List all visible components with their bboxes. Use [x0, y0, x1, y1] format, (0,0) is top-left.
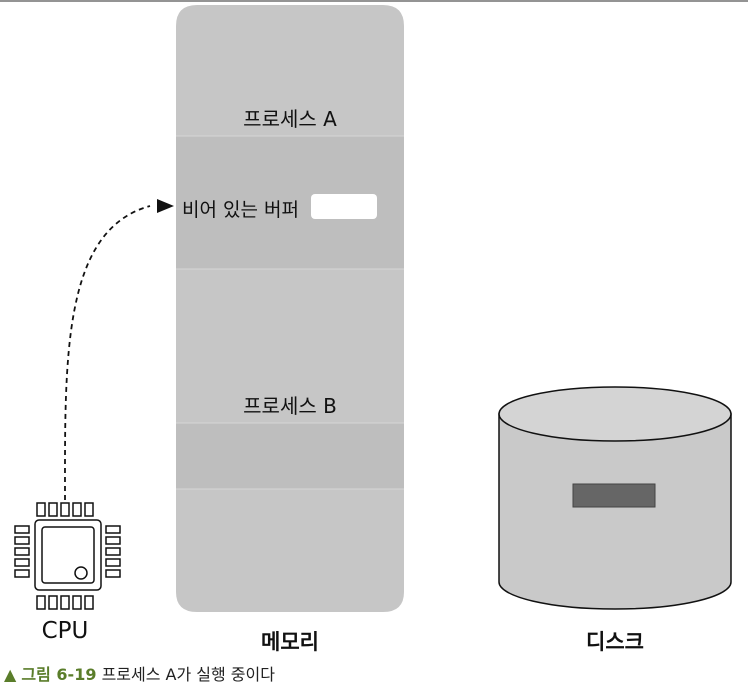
cpu-pin — [84, 502, 94, 517]
cpu-pin — [105, 558, 121, 567]
cpu-pin — [105, 569, 121, 578]
cpu-pin — [14, 558, 30, 567]
memory-band-process-b — [176, 423, 404, 489]
arrow-head-icon — [157, 199, 174, 213]
cpu-pin — [84, 595, 94, 610]
caption-marker-icon: ▲ — [4, 665, 17, 684]
cpu-to-buffer-arrow — [64, 199, 174, 501]
cpu-pin — [105, 525, 121, 534]
cpu-pin — [72, 595, 82, 610]
cpu-pin — [60, 502, 70, 517]
cpu-chip-dot — [74, 566, 88, 580]
cpu-chip-core — [41, 526, 95, 584]
empty-buffer-box — [311, 194, 377, 219]
cpu-label: CPU — [41, 618, 89, 644]
cpu-chip-body — [34, 519, 102, 591]
disk-top — [498, 386, 732, 442]
disk-body — [498, 413, 732, 610]
cpu-pin — [72, 502, 82, 517]
process-b-label: 프로세스 B — [243, 394, 337, 418]
cpu-pin — [48, 502, 58, 517]
caption-figure-number: 그림 6-19 — [21, 665, 97, 684]
cpu-pin — [36, 502, 46, 517]
memory-column — [176, 5, 404, 612]
process-a-label: 프로세스 A — [243, 107, 337, 131]
cpu-pin — [105, 536, 121, 545]
caption-text: 프로세스 A가 실행 중이다 — [101, 665, 275, 684]
memory-label: 메모리 — [261, 630, 319, 654]
cpu-pin — [14, 569, 30, 578]
disk-cylinder-icon — [498, 386, 732, 610]
cpu-pin — [14, 525, 30, 534]
cpu-pin — [105, 547, 121, 556]
empty-buffer-label: 비어 있는 버퍼 — [182, 199, 299, 221]
figure-caption: ▲ 그림 6-19 프로세스 A가 실행 중이다 — [4, 661, 275, 685]
memory-body — [176, 5, 404, 612]
cpu-pin — [48, 595, 58, 610]
cpu-pin — [14, 536, 30, 545]
dashed-arrow-path — [64, 205, 151, 501]
disk-data-block — [572, 483, 656, 508]
cpu-pin — [60, 595, 70, 610]
cpu-pin — [36, 595, 46, 610]
disk-label: 디스크 — [586, 630, 644, 654]
cpu-chip-icon — [14, 502, 121, 610]
cpu-pin — [14, 547, 30, 556]
